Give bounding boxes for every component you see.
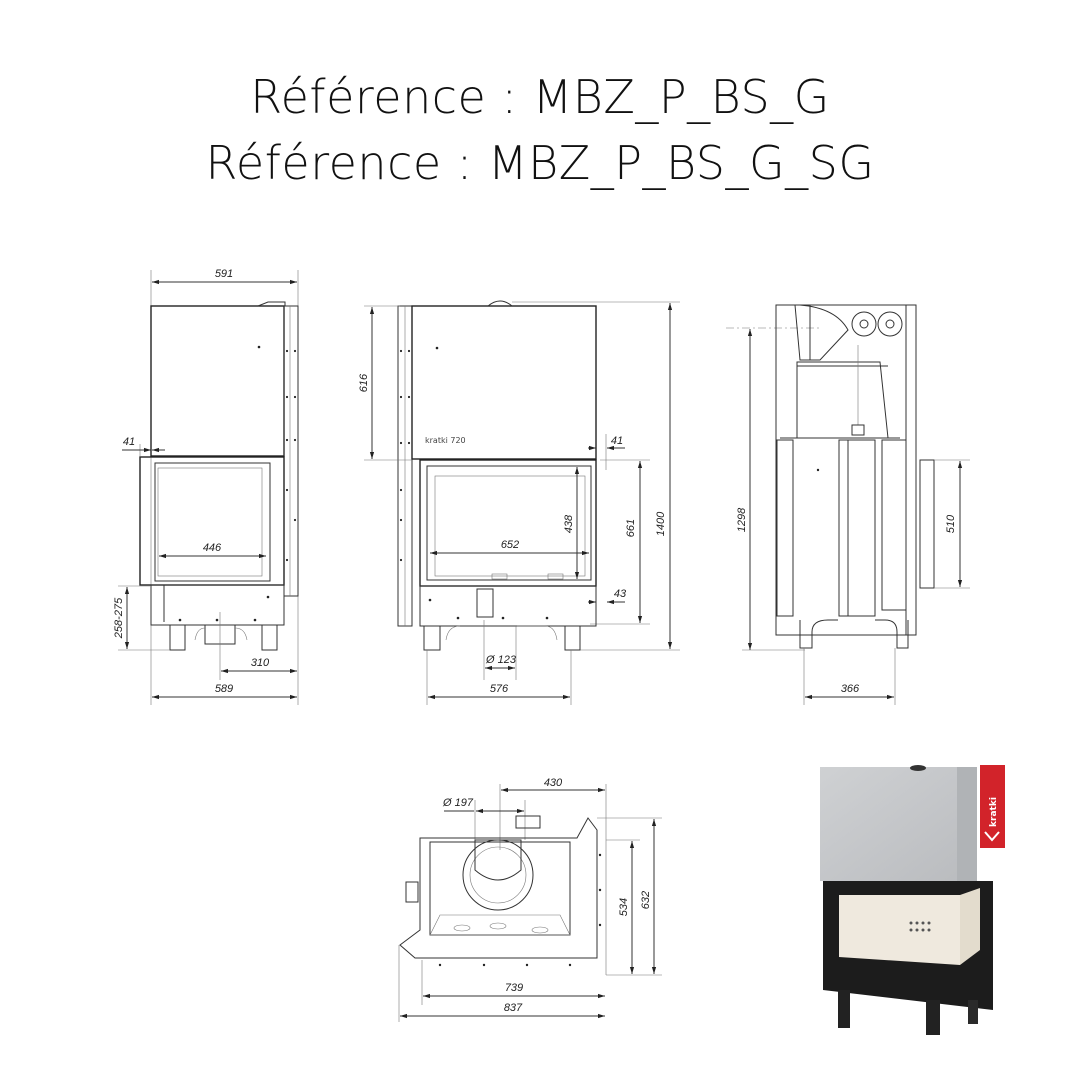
dim-661: 661 [625, 519, 637, 537]
dim-41-front: 41 [611, 435, 623, 447]
side-view-right: 1298 510 366 [726, 304, 970, 705]
dim-41-left: 41 [123, 436, 135, 448]
dim-diameter-197: Ø 197 [442, 797, 474, 809]
dim-1298: 1298 [736, 507, 748, 532]
dim-310: 310 [251, 657, 270, 669]
dim-438: 438 [563, 514, 575, 533]
side-view-left: 591 41 446 25 [113, 268, 299, 705]
brand-plate: kratki 720 [425, 436, 466, 445]
dim-652: 652 [501, 539, 519, 551]
dim-1400: 1400 [655, 511, 667, 536]
dim-632: 632 [640, 891, 652, 909]
dim-430: 430 [544, 777, 563, 789]
dim-576: 576 [490, 683, 509, 695]
product-photo: kratki [820, 765, 1005, 1035]
dim-510: 510 [945, 514, 957, 533]
dim-diameter-123: Ø 123 [485, 654, 517, 666]
dim-616: 616 [358, 373, 370, 392]
dim-591: 591 [215, 268, 233, 280]
dim-589: 589 [215, 683, 233, 695]
reference-title-2: Référence : MBZ_P_BS_G_SG [205, 136, 875, 190]
dim-258-275: 258-275 [113, 597, 125, 639]
dim-366: 366 [841, 683, 860, 695]
reference-title-1: Référence : MBZ_P_BS_G [250, 70, 830, 124]
brand-label [980, 765, 1005, 848]
brand-label-text: kratki [989, 797, 999, 827]
top-view: 430 Ø 197 534 632 739 837 [398, 777, 662, 1022]
dim-837: 837 [504, 1002, 523, 1014]
dim-446: 446 [203, 542, 222, 554]
brand-chevron-icon [984, 831, 1000, 842]
front-view: kratki 720 616 1400 41 652 438 661 43 [358, 300, 680, 705]
dim-739: 739 [505, 982, 523, 994]
dim-534: 534 [618, 898, 630, 916]
dim-43: 43 [614, 588, 627, 600]
